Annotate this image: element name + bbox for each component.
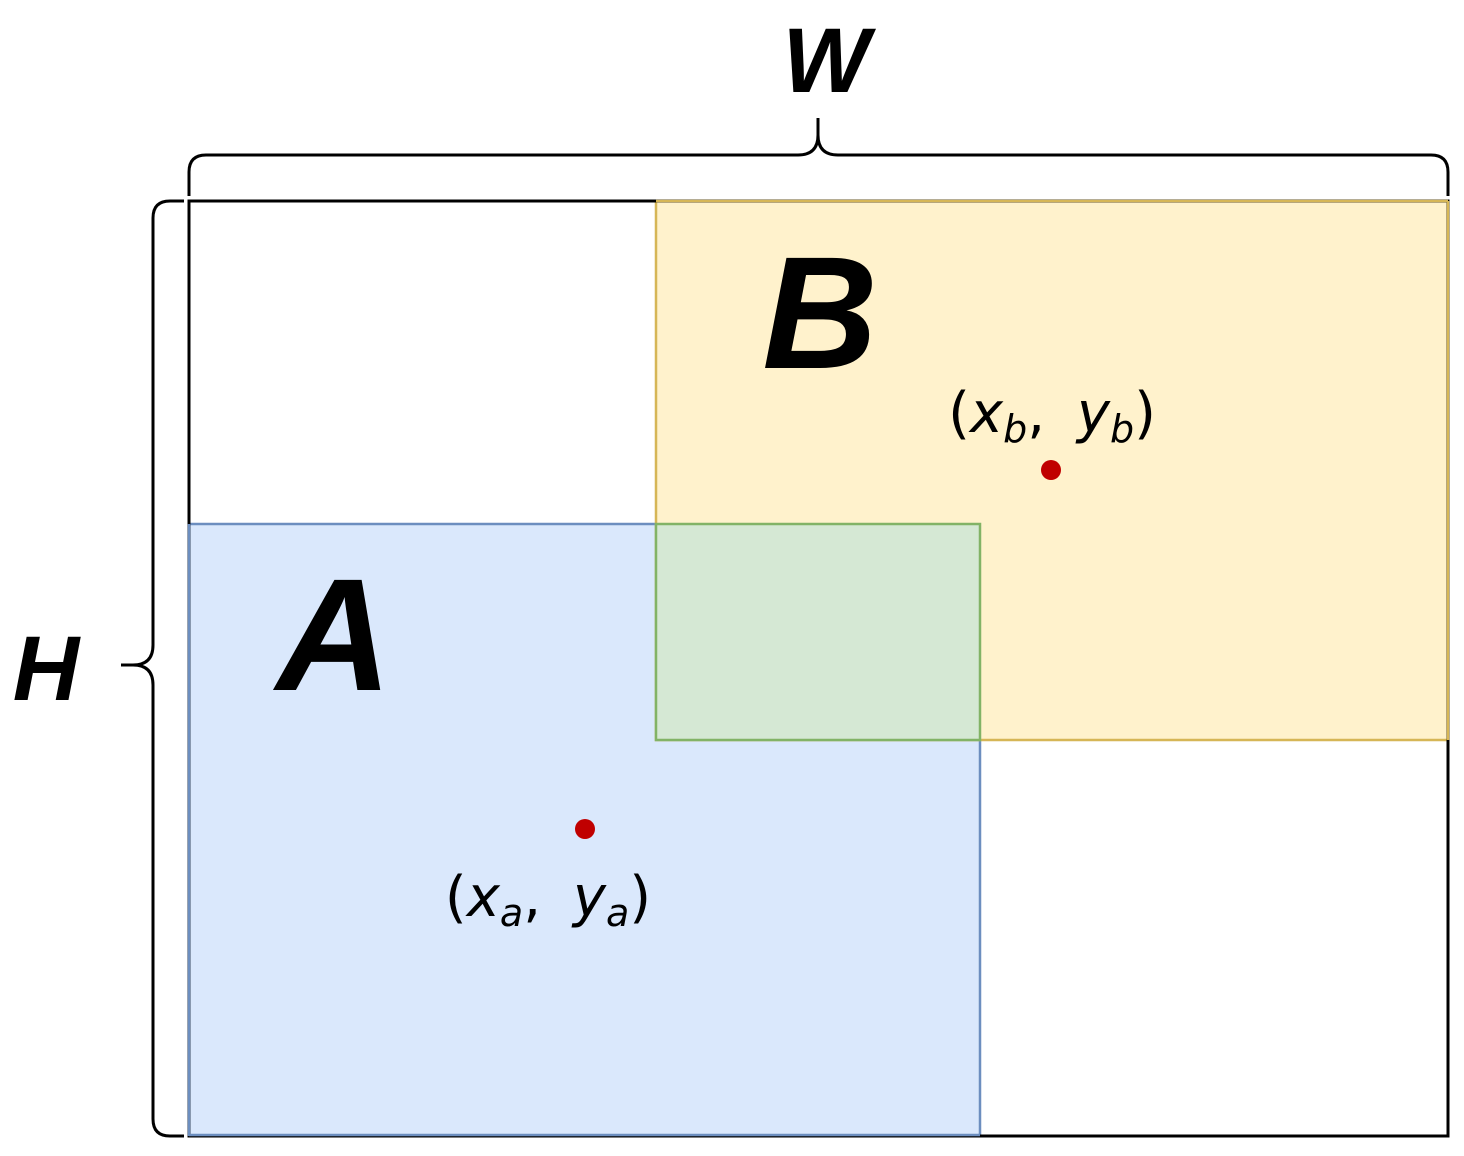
box-b-label: B	[762, 223, 878, 402]
coord-a-x-sub: a	[500, 891, 523, 935]
center-point-b	[1041, 460, 1061, 480]
coord-a-space	[541, 865, 559, 930]
coord-b-y-sub: b	[1110, 407, 1134, 451]
center-coord-a: (xa, ya)	[445, 865, 651, 935]
overlap-region	[654, 522, 982, 742]
box-a-label: A	[272, 545, 392, 724]
coord-b-close: )	[1134, 381, 1156, 446]
width-brace	[187, 118, 1450, 196]
width-label: W	[783, 10, 877, 112]
height-brace	[121, 199, 184, 1138]
coord-a-open: (	[445, 865, 467, 930]
center-point-a	[575, 819, 595, 839]
center-coord-b: (xb, yb)	[948, 381, 1156, 451]
coord-b-open: (	[948, 381, 970, 446]
coord-a-sep: ,	[523, 865, 541, 930]
coord-b-y: y	[1075, 381, 1111, 446]
coord-a-y: y	[571, 865, 607, 930]
coord-b-x-sub: b	[1003, 407, 1027, 451]
coord-a-y-sub: a	[606, 891, 629, 935]
coord-b-x: x	[968, 381, 1004, 446]
coord-b-space	[1045, 381, 1063, 446]
coord-a-close: )	[629, 865, 651, 930]
coord-a-x: x	[465, 865, 501, 930]
coord-b-sep: ,	[1027, 381, 1045, 446]
height-label: H	[13, 618, 82, 720]
